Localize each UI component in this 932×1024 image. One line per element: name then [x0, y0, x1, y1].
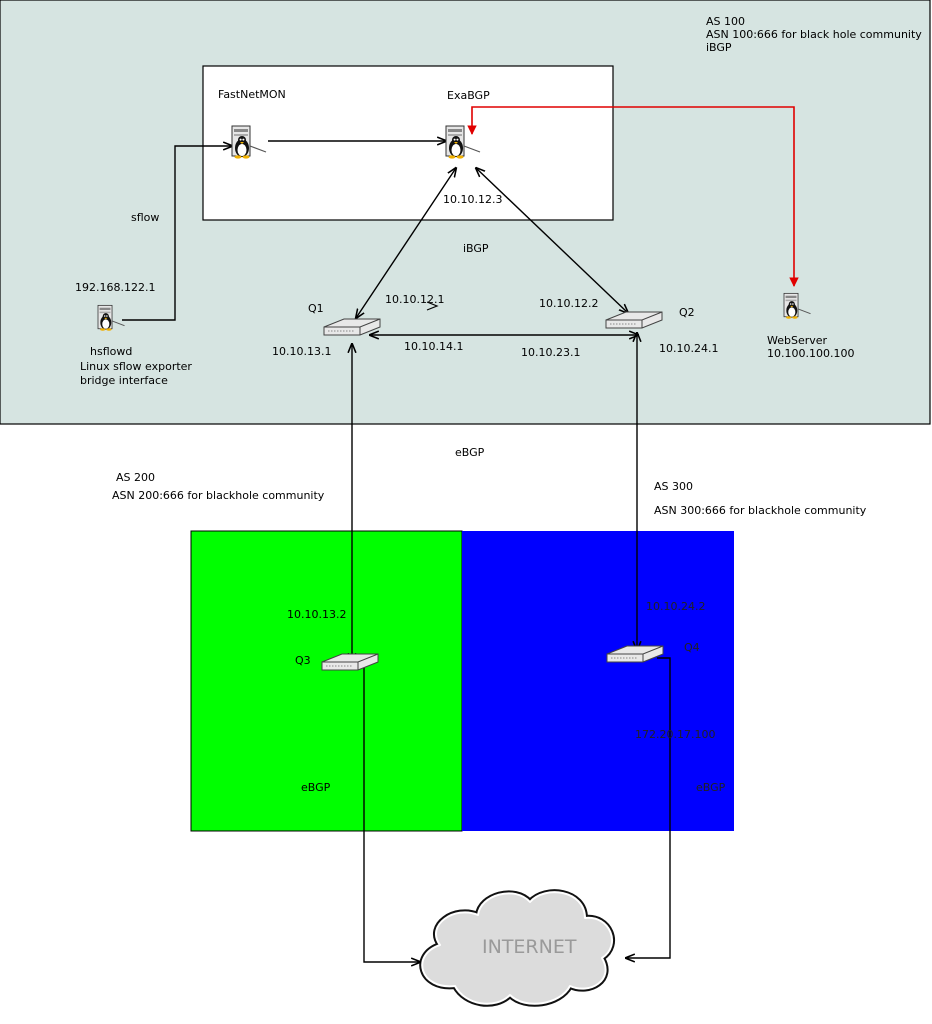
- q4-label: Q4: [684, 641, 700, 654]
- q1-label: Q1: [308, 302, 324, 315]
- q3-ip: 10.10.13.2: [287, 608, 346, 621]
- blackhole-route: [467, 106, 799, 287]
- as100-ibgp: iBGP: [706, 41, 732, 54]
- as300-region: [462, 531, 734, 831]
- hsflowd-desc2: bridge interface: [80, 374, 168, 387]
- q4-ip: 10.10.24.2: [646, 600, 705, 613]
- q1-q2-ip: 10.10.14.1: [404, 340, 463, 353]
- fastnetmon-label: FastNetMON: [218, 88, 286, 101]
- q4-internet-ip: 172.20.17.100: [635, 728, 715, 741]
- ebgp-center-label: eBGP: [455, 446, 485, 459]
- q2-label: Q2: [679, 306, 695, 319]
- exabgp-ip: 10.10.12.3: [443, 193, 502, 206]
- exabgp-label: ExaBGP: [447, 89, 490, 102]
- q1-q3-ip: 10.10.13.1: [272, 345, 331, 358]
- hsflowd-name: hsflowd: [90, 345, 132, 358]
- sflow-label: sflow: [131, 211, 159, 224]
- as200-title: AS 200: [116, 471, 155, 484]
- ibgp-center-label: iBGP: [463, 242, 489, 255]
- ebgp-blue-label: eBGP: [696, 781, 726, 794]
- hsflowd-desc1: Linux sflow exporter: [80, 360, 192, 373]
- q2-q4-ip: 10.10.24.1: [659, 342, 718, 355]
- webserver-ip: 10.100.100.100: [767, 347, 854, 360]
- as100-community: ASN 100:666 for black hole community: [706, 28, 922, 41]
- link-q1-exabgp: [356, 168, 456, 318]
- hsflowd-ip: 192.168.122.1: [75, 281, 155, 294]
- as200-community: ASN 200:666 for blackhole community: [112, 489, 325, 502]
- as300-community: ASN 300:666 for blackhole community: [654, 504, 867, 517]
- link-q3-internet: [363, 668, 420, 962]
- q2-q1-ip: 10.10.23.1: [521, 346, 580, 359]
- link-q4-internet: [626, 657, 671, 958]
- webserver-name: WebServer: [767, 334, 828, 347]
- q1-link-ip: 10.10.12.1: [385, 293, 444, 306]
- small-arrow-q1: [426, 301, 439, 311]
- links: [122, 141, 671, 962]
- as200-region: [190, 530, 463, 832]
- q3-label: Q3: [295, 654, 311, 667]
- internet-cloud-icon: [419, 889, 615, 1007]
- link-hsflowd-fastnetmon: [122, 146, 232, 321]
- internet-label: INTERNET: [482, 936, 577, 958]
- as300-title: AS 300: [654, 480, 693, 493]
- as100-title: AS 100: [706, 15, 745, 28]
- ebgp-green-label: eBGP: [301, 781, 331, 794]
- q2-link-ip: 10.10.12.2: [539, 297, 598, 310]
